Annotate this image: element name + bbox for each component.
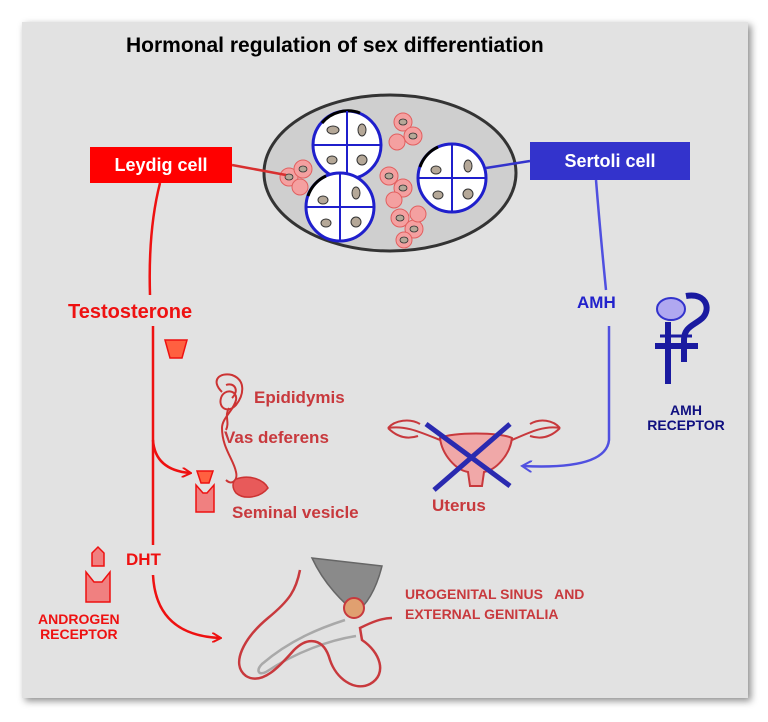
leydig-to-testosterone-line [148, 182, 162, 296]
amh-to-uterus-arrow [523, 326, 611, 466]
uterus-cross-mark [424, 421, 512, 489]
amh-receptor-label-line1: AMH [670, 402, 702, 418]
testosterone-label: Testosterone [68, 301, 193, 323]
urogenital-label: UROGENITAL SINUS AND EXTERNAL GENITALIA [405, 585, 584, 624]
seminiferous-tubule [416, 142, 488, 214]
urogenital-drawing [238, 557, 393, 688]
androgen-receptor-icon [85, 545, 111, 603]
uterus-drawing [387, 419, 561, 492]
amh-receptor-label-line2: RECEPTOR [647, 417, 725, 434]
testis-cross-section [262, 93, 518, 253]
uterus-cross-mark [432, 422, 512, 492]
epididymis-label: Epididymis [254, 388, 345, 407]
urogenital-label-line1: UROGENITAL SINUS AND [405, 586, 585, 602]
androgen-receptor-label-line2: RECEPTOR [40, 626, 118, 643]
vas-deferens-label: Vas deferens [224, 428, 329, 447]
amh-receptor-label: AMH RECEPTOR [646, 402, 726, 434]
uterus-label: Uterus [432, 496, 486, 515]
seminiferous-tubule [311, 109, 383, 181]
testosterone-ligand-icon [164, 339, 188, 359]
androgen-receptor-bound-icon [195, 470, 215, 513]
wolffian-duct-drawing [215, 373, 244, 484]
sertoli-cell-label: Sertoli cell [530, 142, 690, 180]
leydig-cell-label: Leydig cell [90, 147, 232, 183]
seminal-vesicle-label: Seminal vesicle [232, 503, 359, 522]
amh-receptor-icon [655, 292, 710, 384]
sertoli-connector [485, 159, 531, 170]
androgen-receptor-label-line1: ANDROGEN [38, 611, 120, 627]
sertoli-to-amh-line [594, 179, 608, 291]
diagram-title: Hormonal regulation of sex differentiati… [126, 34, 544, 57]
androgen-receptor-label: ANDROGEN RECEPTOR [38, 611, 120, 643]
testosterone-to-wolffian-arrow [151, 439, 190, 473]
urogenital-label-line2: EXTERNAL GENITALIA [405, 605, 559, 622]
seminal-vesicle-shape [232, 476, 269, 498]
amh-label: AMH [577, 293, 616, 312]
dht-label: DHT [126, 550, 161, 569]
dht-to-urogenital-arrow [151, 574, 220, 638]
seminiferous-tubule [304, 171, 376, 243]
leydig-connector [231, 163, 287, 177]
